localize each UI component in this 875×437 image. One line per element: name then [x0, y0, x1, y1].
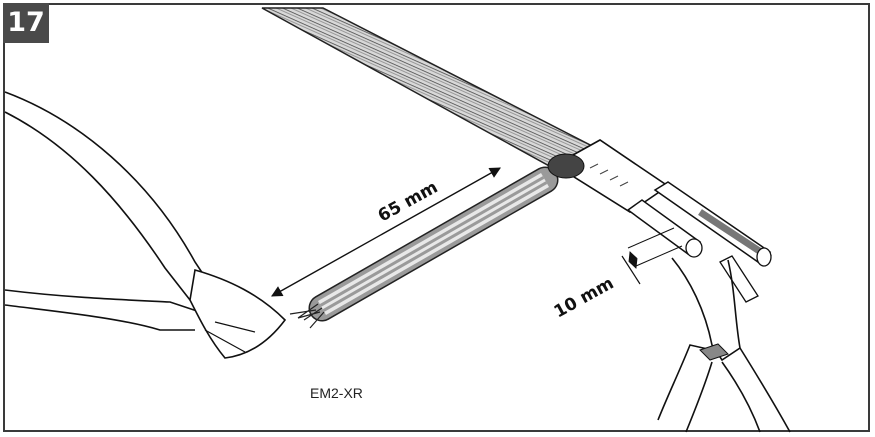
core-conductor-upper — [653, 181, 772, 267]
wire-trim-label: 10 mm — [551, 273, 618, 322]
dimension-wire-trim: 10 mm — [551, 227, 683, 322]
inner-jacket — [547, 139, 670, 213]
side-cutter-left — [4, 91, 287, 359]
braided-sheath — [261, 7, 602, 169]
side-cutter-right — [657, 257, 791, 433]
model-caption: EM2-XR — [310, 385, 363, 401]
step-number-badge: 17 — [3, 3, 49, 43]
